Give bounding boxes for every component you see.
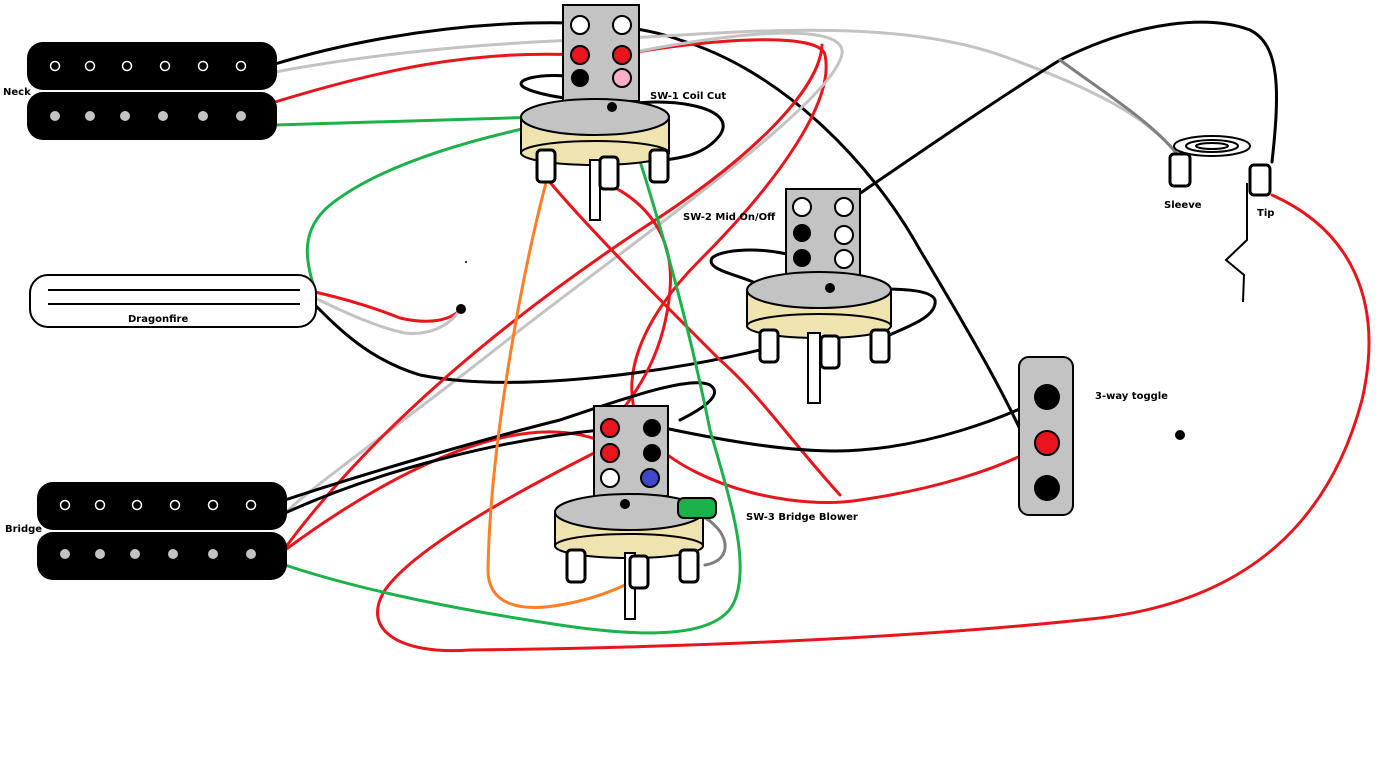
wire-black-sw3-to-toggle (648, 395, 1047, 453)
wire-red-neck-to-sw1 (273, 52, 580, 104)
wire-black-sw2-to-jack (800, 20, 1278, 235)
wire-gray-sw3-short (698, 513, 727, 567)
ground-dot-left (456, 304, 466, 314)
wire-black-sw2-left-loop (709, 248, 804, 285)
dragonfire-pickup (29, 274, 317, 328)
sw1-label: SW-1 Coil Cut (650, 91, 726, 102)
wire-orange (486, 173, 627, 609)
wire-gray-neck-to-sleeve (273, 28, 1180, 157)
bridge-label: Bridge (5, 524, 42, 535)
output-jack (1168, 135, 1272, 303)
wire-black-bridge-to-sw3-b (283, 428, 602, 515)
sw3-label: SW-3 Bridge Blower (746, 512, 858, 523)
neck-pickup (27, 42, 277, 140)
neck-label: Neck (3, 87, 31, 98)
neck-pole-slugs (50, 111, 246, 121)
wire-black-dragonfire-to-sw2 (313, 303, 770, 384)
three-way-toggle (1018, 356, 1074, 516)
wires (273, 20, 1371, 653)
wire-red-sw1-to-sw3 (608, 183, 672, 427)
neck-pole-screws (49, 60, 247, 72)
dragonfire-label: Dragonfire (128, 314, 188, 325)
toggle-label: 3-way toggle (1095, 391, 1168, 402)
sw3-green-capacitor (677, 497, 717, 519)
sw3-switch (554, 405, 717, 620)
stray-dot (465, 261, 467, 263)
jack-tip-spring (1224, 183, 1248, 303)
ground-dot-right (1175, 430, 1185, 440)
bridge-pole-slugs (60, 549, 256, 559)
wire-black-neck-to-toggle (273, 21, 1047, 490)
wire-black-sw1-loop (610, 100, 725, 162)
tip-label: Tip (1257, 208, 1274, 219)
sw2-switch (746, 188, 892, 404)
wire-red-sw1-to-toggle (618, 38, 1047, 504)
wire-darkgray-sleeve (1058, 58, 1180, 157)
wire-gray-dragonfire-to-dot (313, 296, 462, 335)
wire-green-bridge-to-sw1 (283, 113, 742, 635)
wire-red-dragonfire-to-dot (313, 290, 462, 323)
bridge-pole-screws (59, 499, 257, 511)
sw2-label: SW-2 Mid On/Off (683, 212, 776, 223)
sw1-switch (520, 4, 670, 221)
bridge-pickup (37, 482, 287, 580)
sleeve-label: Sleeve (1164, 200, 1202, 211)
wire-red-neck-to-bridge (283, 43, 824, 550)
wire-red-sw1-lug-down (546, 178, 842, 497)
